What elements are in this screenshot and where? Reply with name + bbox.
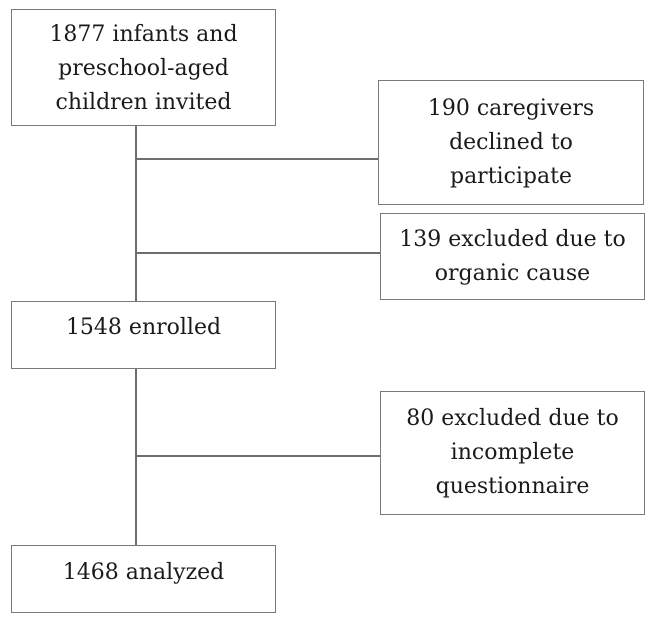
declined-line-2: declined to (449, 129, 573, 155)
branch-connector-incomplete (135, 455, 380, 457)
excluded-incomplete-line-1: 80 excluded due to (406, 406, 619, 431)
analyzed-box: 1468 analyzed (11, 545, 276, 613)
enrolled-text: 1548 enrolled (66, 311, 221, 345)
enrolled-line-1: 1548 enrolled (65, 315, 222, 340)
excluded-organic-text: 139 excluded due to organic cause (399, 223, 625, 291)
declined-line-1: 190 caregivers (427, 95, 595, 121)
excluded-incomplete-text: 80 excluded due to incomplete questionna… (406, 402, 618, 504)
invited-box: 1877 infants and preschool-aged children… (11, 9, 276, 126)
analyzed-line-1: 1468 analyzed (62, 560, 225, 585)
excluded-organic-line-1: 139 excluded due to (399, 226, 626, 252)
excluded-incomplete-box: 80 excluded due to incomplete questionna… (380, 391, 645, 515)
declined-box: 190 caregivers declined to participate (378, 80, 644, 205)
invited-text: 1877 infants and preschool-aged children… (49, 18, 237, 120)
invited-line-1: 1877 infants and (49, 22, 238, 47)
enrolled-box: 1548 enrolled (11, 301, 276, 369)
excluded-organic-box: 139 excluded due to organic cause (380, 213, 645, 300)
branch-connector-organic (135, 252, 380, 254)
excluded-incomplete-line-2: incomplete (450, 440, 575, 465)
excluded-organic-line-2: organic cause (434, 260, 591, 286)
invited-line-3: children invited (55, 90, 232, 115)
invited-line-2: preschool-aged (58, 56, 229, 81)
declined-line-3: participate (449, 163, 572, 189)
branch-connector-declined (135, 158, 378, 160)
analyzed-text: 1468 analyzed (63, 556, 225, 590)
excluded-incomplete-line-3: questionnaire (435, 474, 590, 499)
declined-text: 190 caregivers declined to participate (428, 92, 594, 194)
